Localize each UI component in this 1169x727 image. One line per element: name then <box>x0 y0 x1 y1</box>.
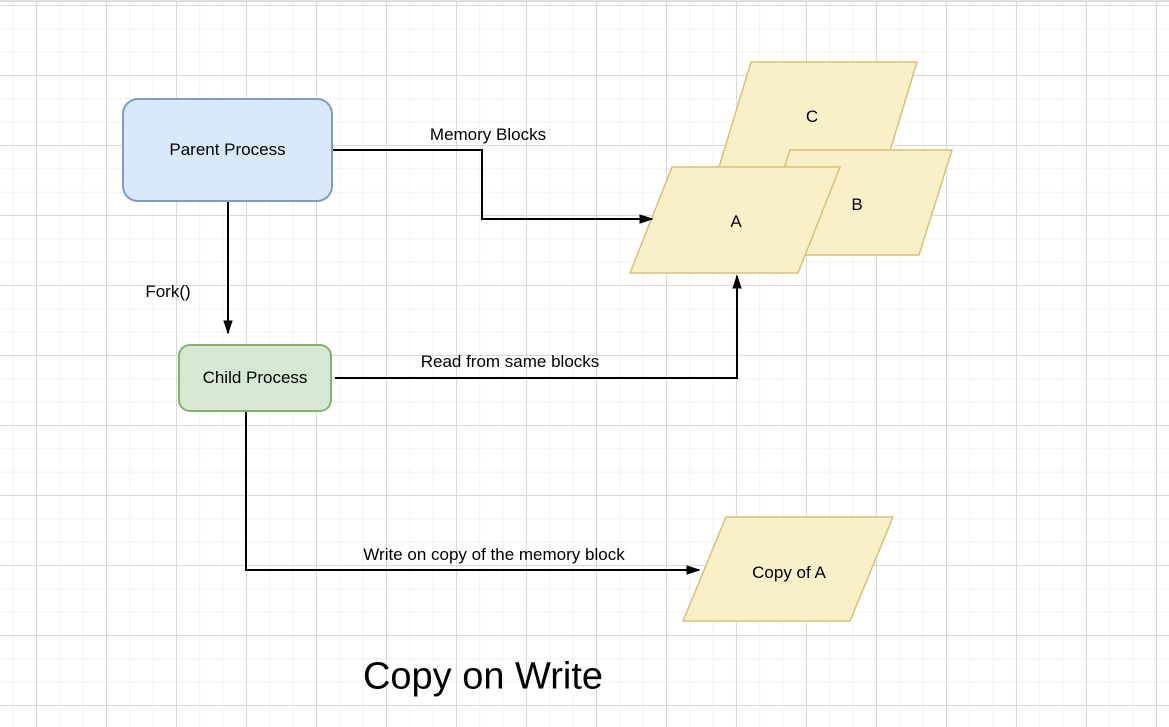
memory-block-a-label: A <box>730 212 742 231</box>
child-process-node: Child Process <box>178 344 332 412</box>
parent-process-node: Parent Process <box>122 98 333 202</box>
parent-to-memory-arrow <box>333 149 652 219</box>
read-edge-label: Read from same blocks <box>420 352 600 371</box>
child-process-label: Child Process <box>202 368 308 387</box>
copy-of-a-shape <box>681 516 895 622</box>
parent-process-label: Parent Process <box>169 140 286 159</box>
memory-block-a-shape <box>628 166 842 274</box>
write-arrow <box>245 412 699 570</box>
diagram-title: Copy on Write <box>362 655 604 698</box>
memory-block-b-label: B <box>851 195 863 214</box>
fork-edge-label: Fork() <box>145 282 191 301</box>
memory-blocks-edge-label: Memory Blocks <box>429 125 547 144</box>
memory-block-c-label: C <box>805 107 819 126</box>
read-arrow <box>335 276 737 379</box>
copy-of-a-label: Copy of A <box>752 563 826 582</box>
write-edge-label: Write on copy of the memory block <box>363 545 625 564</box>
